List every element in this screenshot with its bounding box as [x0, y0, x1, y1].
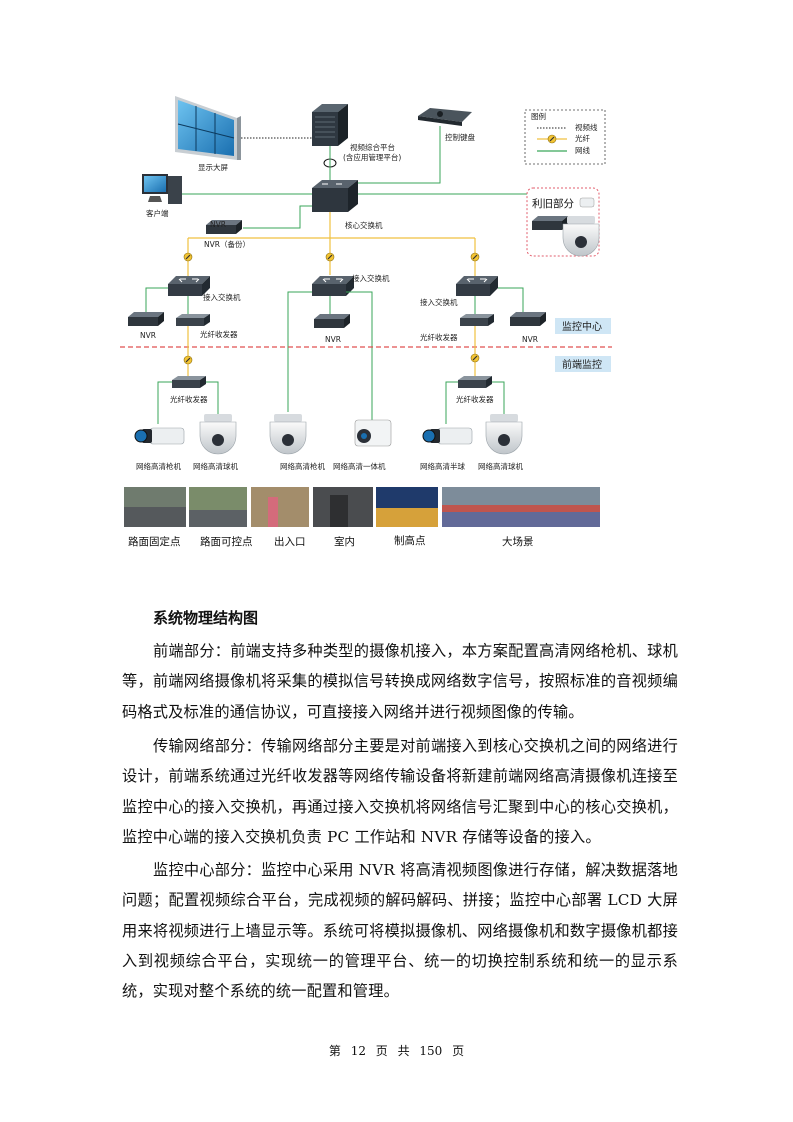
camera-bullet-1-label: 网络高清枪机 — [136, 461, 181, 471]
display-wall: 显示大屏 — [175, 96, 241, 172]
transceiver-front-right-label: 光纤收发器 — [456, 394, 494, 404]
core-switch-label: 核心交换机 — [345, 220, 383, 230]
transceiver-left-center: 光纤收发器 — [176, 314, 238, 339]
client-label: 客户端 — [146, 208, 169, 218]
camera-dome-2: 网络高清球机 — [478, 413, 523, 471]
legacy-title: 利旧部分 — [532, 197, 574, 210]
legacy-section: 利旧部分 — [526, 187, 600, 257]
nvr-left-label: NVR — [140, 331, 156, 340]
transceiver-front-left-label: 光纤收发器 — [170, 394, 208, 404]
camera-half-dome: 网络高清半球 — [420, 427, 473, 471]
video-platform: 视频综合平台 (含应用管理平台) — [312, 104, 401, 162]
camera-dome-1: 网络高清球机 — [193, 413, 238, 471]
nvr-chip-label: NVR — [210, 220, 226, 229]
access-switch-middle: 接入交换机 — [311, 273, 390, 297]
scene-label-high-point: 制高点 — [394, 534, 426, 547]
control-keyboard-label: 控制键盘 — [445, 132, 475, 142]
camera-integrated: 网络高清一体机 — [333, 419, 392, 471]
paragraph-monitor-center: 监控中心部分：监控中心采用 NVR 将高清视频图像进行存储，解决数据落地问题；配… — [122, 861, 678, 1001]
camera-bullet-2: 网络高清枪机 — [269, 413, 325, 471]
display-wall-label: 显示大屏 — [198, 162, 228, 172]
legend-video-line: 视频线 — [575, 122, 598, 132]
access-switch-right: 接入交换机 — [420, 275, 499, 307]
scene-label-indoor: 室内 — [334, 535, 355, 548]
scene-label-large-scene: 大场景 — [502, 535, 534, 548]
camera-dome-1-label: 网络高清球机 — [193, 461, 238, 471]
system-structure-diagram: 图例 视频线 光纤 网线 显示大屏 视频综合平台 (含应用管理平台) 控制键盘 — [120, 96, 612, 548]
video-platform-sublabel: (含应用管理平台) — [343, 152, 401, 162]
legend-title: 图例 — [531, 111, 546, 121]
scene-label-road-ptz: 路面可控点 — [200, 535, 253, 548]
zone-monitor-center-label: 监控中心 — [562, 320, 602, 333]
camera-integrated-label: 网络高清一体机 — [333, 461, 386, 471]
nvr-backup: NVR NVR（备份） — [204, 220, 250, 249]
transceiver-front-right: 光纤收发器 — [456, 376, 494, 404]
nvr-right: NVR — [510, 312, 546, 344]
nvr-backup-label: NVR（备份） — [204, 239, 250, 249]
video-platform-label: 视频综合平台 — [350, 142, 395, 152]
legend-network: 网线 — [575, 145, 590, 155]
camera-bullet-1: 网络高清枪机 — [134, 427, 185, 471]
transceiver-right-center-label: 光纤收发器 — [420, 332, 458, 342]
scene-photos: 路面固定点 路面可控点 出入口 室内 制高点 大场景 — [124, 487, 600, 548]
scene-label-entrance: 出入口 — [274, 535, 306, 548]
nvr-left: NVR — [128, 312, 164, 340]
scene-label-road-fixed: 路面固定点 — [128, 535, 181, 548]
zone-monitor-center: 监控中心 — [555, 318, 611, 334]
paragraph-transport-network: 传输网络部分：传输网络部分主要是对前端接入到核心交换机之间的网络进行设计，前端系… — [122, 737, 678, 846]
nvr-right-label: NVR — [522, 335, 538, 344]
access-switch-left: 接入交换机 — [167, 275, 241, 302]
transceiver-front-left: 光纤收发器 — [170, 376, 208, 404]
nvr-middle-label: NVR — [325, 335, 341, 344]
transceiver-right-center: 光纤收发器 — [420, 314, 494, 342]
page-footer: 第 12 页 共 150 页 — [328, 1044, 465, 1058]
legend-fiber: 光纤 — [575, 133, 590, 143]
camera-dome-2-label: 网络高清球机 — [478, 461, 523, 471]
core-switch: 核心交换机 — [312, 180, 383, 230]
zone-front-end-label: 前端监控 — [562, 358, 602, 371]
nvr-middle: NVR — [314, 314, 350, 344]
paragraph-front-end: 前端部分：前端支持多种类型的摄像机接入，本方案配置高清网络枪机、球机等，前端网络… — [122, 642, 678, 721]
access-switch-left-label: 接入交换机 — [203, 292, 241, 302]
camera-bullet-2-label: 网络高清枪机 — [280, 461, 325, 471]
transceiver-left-center-label: 光纤收发器 — [200, 329, 238, 339]
access-switch-right-label: 接入交换机 — [420, 297, 458, 307]
access-switch-middle-label: 接入交换机 — [352, 273, 390, 283]
control-keyboard: 控制键盘 — [418, 108, 475, 142]
camera-half-dome-label: 网络高清半球 — [420, 461, 465, 471]
client-pc: 客户端 — [142, 174, 182, 218]
zone-front-end: 前端监控 — [555, 356, 611, 372]
section-heading: 系统物理结构图 — [153, 609, 259, 627]
legend: 图例 视频线 光纤 网线 — [524, 109, 606, 165]
